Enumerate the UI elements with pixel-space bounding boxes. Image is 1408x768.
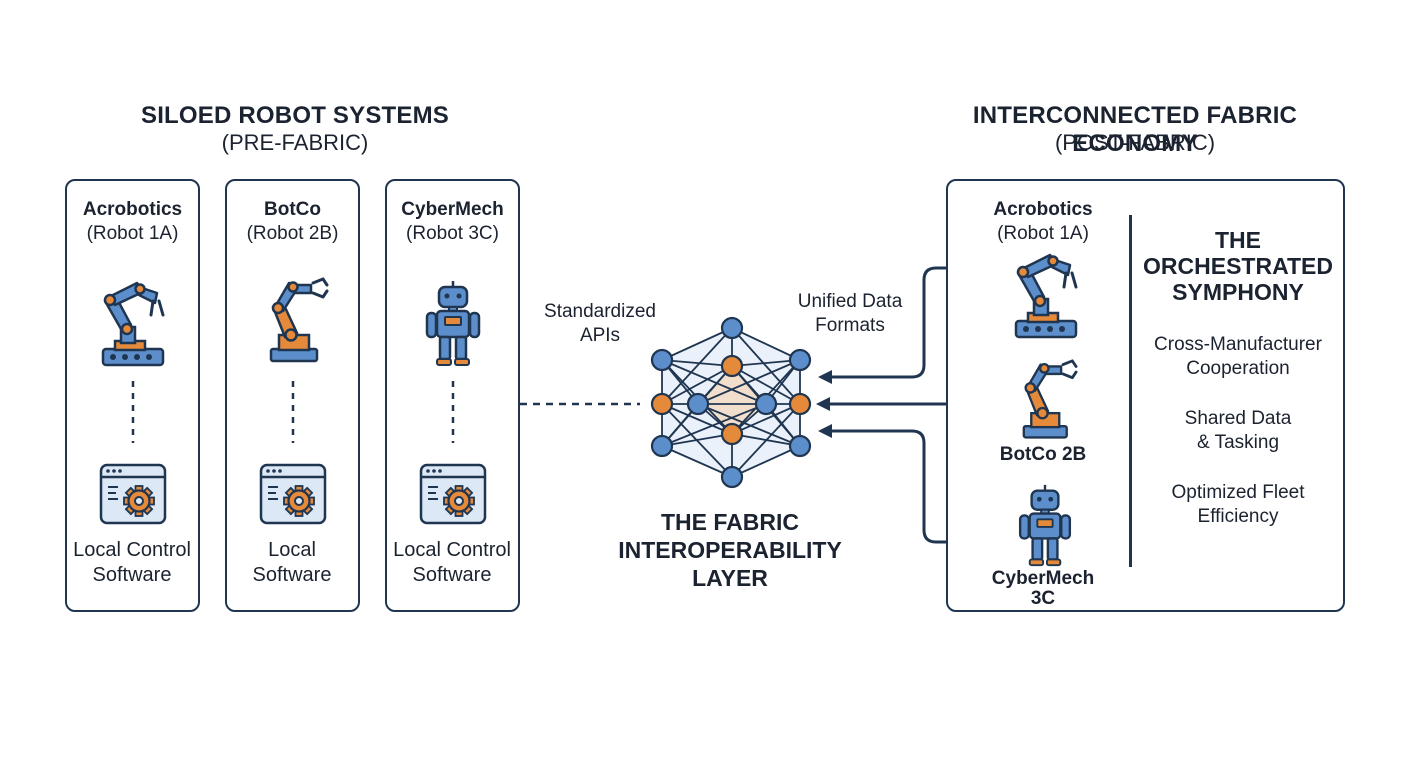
symphony-title: THE ORCHESTRATED SYMPHONY xyxy=(1143,227,1333,305)
robot-name: Acrobotics xyxy=(82,199,183,220)
unified-data-formats-label: Unified Data Formats xyxy=(797,291,903,336)
silo-card-acrobotics: Acrobotics (Robot 1A) Local Control Soft… xyxy=(65,179,200,612)
dashed-connector xyxy=(291,381,295,443)
robot-arm-icon xyxy=(1022,359,1078,439)
robot-model: (Robot 1A) xyxy=(997,223,1089,244)
robot-name: CyberMech xyxy=(401,199,504,220)
fabric-layer-title: THE FABRIC INTEROPERABILITY LAYER xyxy=(618,509,842,591)
software-caption: Local Software xyxy=(252,539,332,586)
standardized-apis-label: Standardized APIs xyxy=(544,301,656,346)
software-caption: Local Control Software xyxy=(393,539,511,586)
left-section-title: SILOED ROBOT SYSTEMS xyxy=(140,102,450,129)
robot-model: (Robot 1A) xyxy=(86,223,179,244)
panel-divider xyxy=(1129,215,1132,567)
right-section-subtitle: (POST-FABRIC) xyxy=(1054,130,1216,155)
fabric-economy-panel: Acrobotics (Robot 1A) BotCo 2B CyberMech… xyxy=(946,179,1345,612)
humanoid-robot-icon xyxy=(1018,483,1072,567)
left-section-subtitle: (PRE-FABRIC) xyxy=(221,130,369,155)
symphony-item-cooperation: Cross-Manufacturer Cooperation xyxy=(1154,334,1322,379)
robot-model: (Robot 3C) xyxy=(406,223,499,244)
dashed-connector xyxy=(451,381,455,443)
robot-name: CyberMech 3C xyxy=(991,568,1095,609)
right-section-title: INTERCONNECTED FABRIC ECONOMY xyxy=(972,102,1298,157)
software-caption: Local Control Software xyxy=(73,539,191,586)
robot-arm-icon xyxy=(1014,253,1078,339)
symphony-item-fleet-efficiency: Optimized Fleet Efficiency xyxy=(1171,482,1305,527)
symphony-item-shared-data: Shared Data & Tasking xyxy=(1184,408,1292,453)
robot-name: Acrobotics xyxy=(993,199,1093,220)
robot-name: BotCo 2B xyxy=(999,444,1087,465)
robot-name: BotCo xyxy=(264,199,321,220)
silo-card-botco: BotCo (Robot 2B) Local Software xyxy=(225,179,360,612)
silo-card-cybermech: CyberMech (Robot 3C) Local Control Softw… xyxy=(385,179,520,612)
dashed-connector xyxy=(131,381,135,443)
robot-model: (Robot 2B) xyxy=(246,223,339,244)
